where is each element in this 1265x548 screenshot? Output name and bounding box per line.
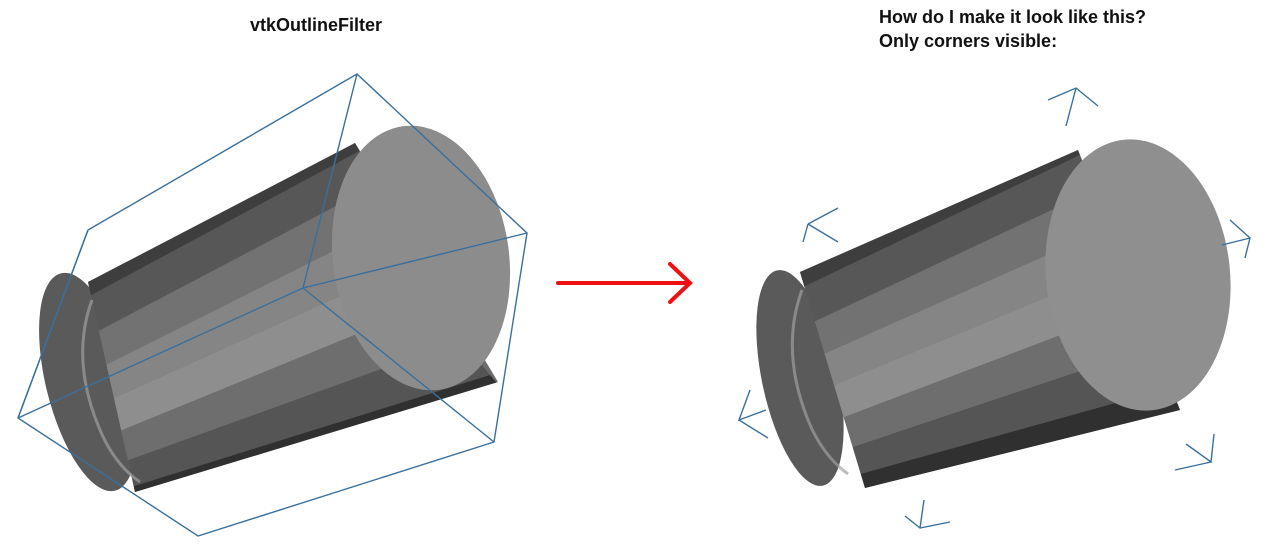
left-cylinder-front-cap: [331, 125, 511, 391]
right-panel-title-line1: How do I make it look like this?: [879, 7, 1147, 27]
left-outline-box: [17, 73, 528, 537]
right-panel-title-line2: Only corners visible:: [879, 31, 1058, 51]
left-panel-title: vtkOutlineFilter: [250, 15, 383, 35]
transform-arrow: [556, 262, 693, 304]
left-cylinder: [39, 125, 511, 492]
right-cylinder-front-cap: [1045, 139, 1231, 411]
right-corner-markers: [737, 87, 1251, 529]
right-cylinder: [756, 139, 1231, 488]
